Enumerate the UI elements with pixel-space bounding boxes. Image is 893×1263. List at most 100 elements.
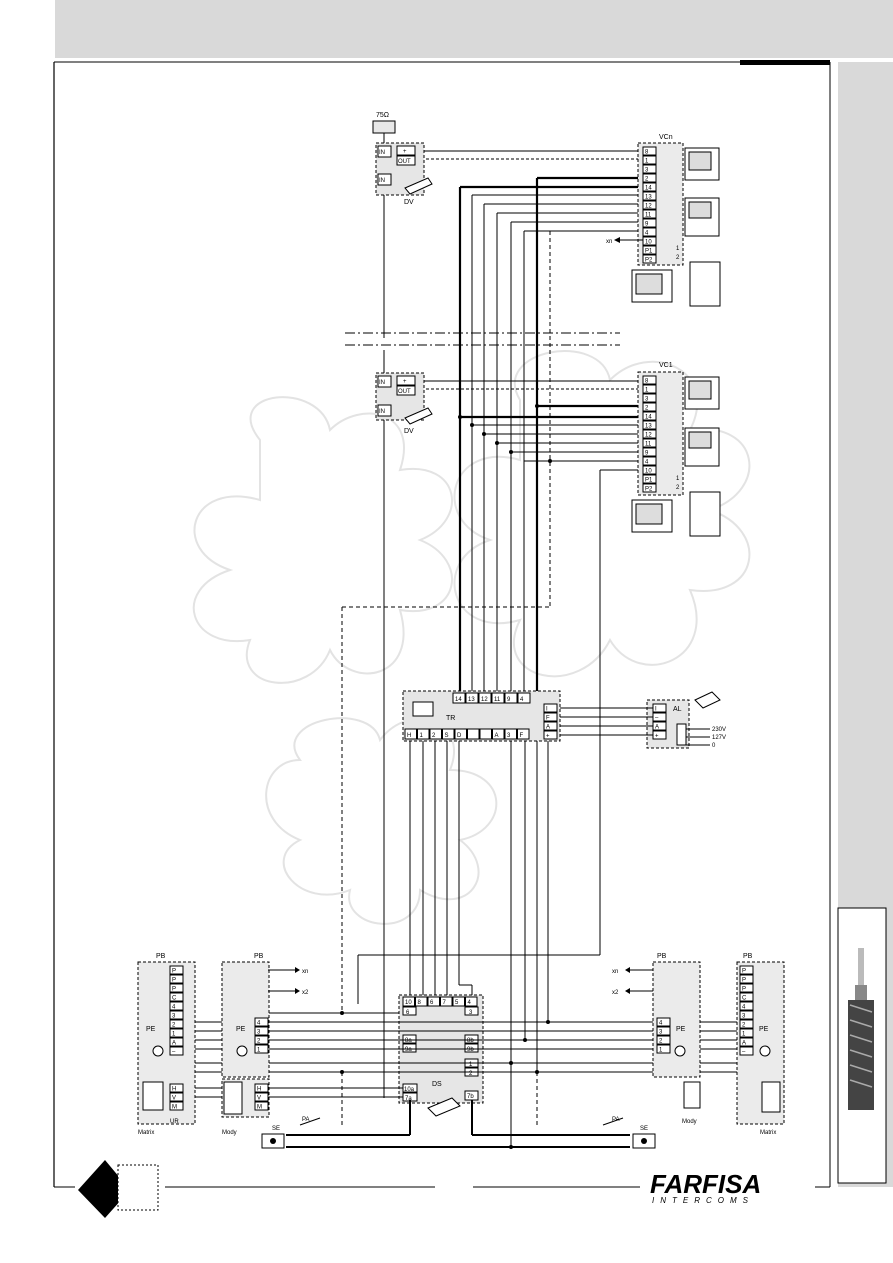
right-matrix-lamp-icon xyxy=(759,1045,771,1057)
vc1-terminal-label: 14 xyxy=(645,415,652,421)
ds-top-terminal-box xyxy=(465,996,478,1007)
footer: FARFISA INTERCOMS xyxy=(54,1160,830,1218)
tr-right-terminal-box xyxy=(543,730,558,740)
vc1-terminal-label: 10 xyxy=(645,469,652,475)
top-header-bar xyxy=(55,0,893,58)
right-matrix-terminal-box xyxy=(739,1019,754,1029)
tr-bottom-terminal-box xyxy=(454,728,467,740)
vc1-terminal-box xyxy=(642,474,657,484)
right-matrix-pe: PE xyxy=(759,1026,769,1033)
right-matrix-terminal-label: 1 xyxy=(742,1032,746,1038)
tr-bottom-terminal-box xyxy=(492,728,505,740)
left-matrix-pe: PE xyxy=(146,1026,156,1033)
vc1-terminal-label: 2 xyxy=(645,406,649,412)
page-corner-mark xyxy=(740,60,830,65)
al-terminal-label: – xyxy=(655,716,659,722)
vcn-terminal-box xyxy=(642,200,657,210)
power-supply-al: I–A+ AL 230V 127V 0 xyxy=(646,691,726,749)
right-matrix-terminal-box xyxy=(739,974,754,984)
vc1-terminal-label: 4 xyxy=(645,460,649,466)
right-matrix-terminal-label: P xyxy=(742,969,746,975)
left-mody-brand: Mody xyxy=(222,1130,237,1136)
al-label: AL xyxy=(673,706,682,713)
al-mains-0: 0 xyxy=(712,743,716,749)
vcn-terminal-label: P2 xyxy=(645,258,653,264)
lock-se-left: SE xyxy=(272,1126,280,1132)
vcn-terminal-box xyxy=(642,218,657,228)
vc1-label: VC1 xyxy=(659,362,673,369)
left-matrix-brand: Matrix xyxy=(138,1130,154,1136)
left-matrix-terminal-box xyxy=(169,1028,184,1038)
left-mody-ur-terminal-label: V xyxy=(257,1096,261,1102)
ds-2: 2 xyxy=(469,1071,473,1077)
vc1-terminal-label: P2 xyxy=(645,487,653,493)
vc1-terminal-box xyxy=(642,483,657,493)
vc1-terminal-box xyxy=(642,456,657,466)
right-matrix-terminal-box xyxy=(739,1010,754,1020)
ds-top-terminal-box xyxy=(440,996,453,1007)
tr-bottom-terminal-label: 2 xyxy=(432,733,436,739)
backbone-wires xyxy=(341,150,643,1098)
vc1-terminal-box xyxy=(642,375,657,385)
left-matrix-ur-label: UR xyxy=(170,1119,179,1125)
dv-upper-out: OUT xyxy=(398,159,411,165)
right-mody-lamp-icon xyxy=(674,1045,686,1057)
ds-label: DS xyxy=(432,1081,442,1088)
left-matrix-ur-terminal-label: H xyxy=(172,1087,176,1093)
tr-bottom-terminal-box xyxy=(467,728,480,740)
bottom-bus-wires xyxy=(183,1012,737,1148)
left-matrix-terminal-label: P xyxy=(172,969,176,975)
ds-top-terminal-box xyxy=(452,996,465,1007)
right-matrix-keypad-icon xyxy=(761,1081,781,1113)
vc1-terminal-label: 9 xyxy=(645,451,649,457)
ds-row2-6: 6 xyxy=(406,1010,410,1016)
left-matrix-ur-terminal-label: M xyxy=(172,1105,177,1111)
ds-10a: 10a xyxy=(404,1087,415,1093)
tr-bottom-terminal-label: H xyxy=(407,733,411,739)
vcn-terminal-label: 2 xyxy=(645,177,649,183)
vcn-terminal-label: 4 xyxy=(645,231,649,237)
vcn-call1: 1 xyxy=(676,246,680,252)
left-matrix-ur-terminal-box xyxy=(169,1101,184,1111)
left-mody-pe: PE xyxy=(236,1026,246,1033)
vc1-terminal-label: 13 xyxy=(645,424,652,430)
right-mody-pb: PB xyxy=(657,953,667,960)
right-matrix-terminal-box xyxy=(739,965,754,975)
left-matrix-terminal-box xyxy=(169,974,184,984)
left-matrix-terminal-label: 4 xyxy=(172,1005,176,1011)
termination-75ohm: 75Ω xyxy=(372,112,396,145)
left-mody-ur-terminal-box xyxy=(254,1092,269,1102)
tr-top-terminal-label: 13 xyxy=(468,697,475,703)
right-matrix-terminal-label: 4 xyxy=(742,1005,746,1011)
vcn-terminal-label: 10 xyxy=(645,240,652,246)
al-terminal-label: + xyxy=(655,734,659,740)
lock-left-icon xyxy=(270,1138,276,1144)
tr-label: TR xyxy=(446,715,455,722)
vc1-terminal-box xyxy=(642,402,657,412)
tr-right-terminal-label: I xyxy=(546,707,548,713)
vcn-handset-icons xyxy=(631,147,721,307)
left-mody-terminal-label: 2 xyxy=(257,1039,261,1045)
left-matrix-pb: PB xyxy=(156,953,166,960)
vcn-terminal-box xyxy=(642,245,657,255)
tr-top-terminal-label: 14 xyxy=(455,697,462,703)
left-mody-terminal-box xyxy=(254,1044,269,1054)
left-mody-terminal-box xyxy=(254,1035,269,1045)
right-mody-terminal-label: 4 xyxy=(659,1021,663,1027)
ds-top-terminal-box xyxy=(415,996,428,1007)
vcn-terminal-box xyxy=(642,209,657,219)
tr-bottom-terminal-box xyxy=(517,728,530,740)
vc1-terminal-box xyxy=(642,438,657,448)
left-matrix-terminal-box xyxy=(169,965,184,975)
tr-bottom-terminal-label: S xyxy=(445,733,449,739)
left-matrix-terminal-box xyxy=(169,1037,184,1047)
tr-bottom-terminal-label: A xyxy=(495,733,499,739)
vc1-terminal-box xyxy=(642,465,657,475)
tr-top-terminal-box xyxy=(465,692,479,704)
right-matrix-terminal-label: A xyxy=(742,1041,746,1047)
right-mody-terminal-label: 1 xyxy=(659,1048,663,1054)
right-mody-brand: Mody xyxy=(682,1119,697,1125)
tr-right-terminal-label: F xyxy=(546,716,550,722)
